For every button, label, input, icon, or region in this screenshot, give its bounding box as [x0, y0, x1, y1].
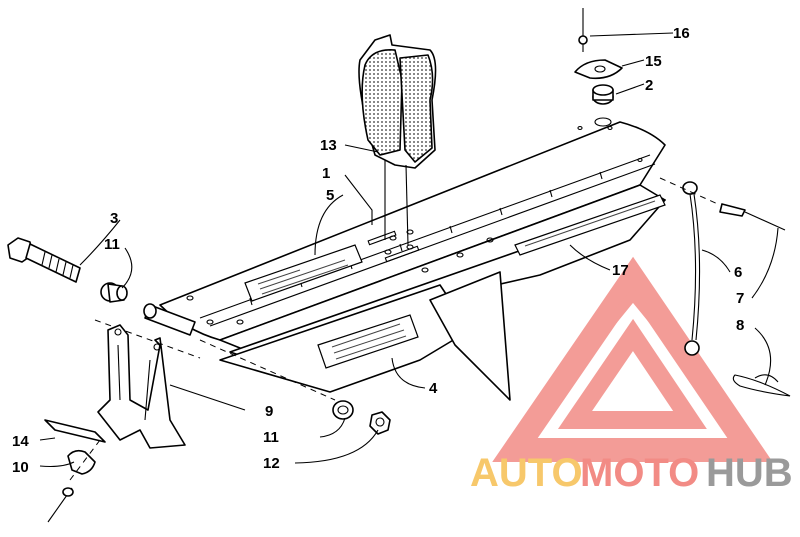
heel-rest-pad	[361, 48, 403, 156]
callout-1: 1	[322, 165, 330, 182]
heel-rest-leg-2	[405, 164, 409, 246]
callout-5: 5	[326, 187, 334, 204]
callout-11a: 11	[104, 236, 120, 253]
callout-9: 9	[265, 403, 273, 420]
footrest-assembly	[159, 121, 666, 401]
grommet	[592, 84, 614, 127]
watermark-logo	[492, 256, 773, 462]
heel-rest-slots	[367, 230, 420, 263]
callout-12: 12	[263, 455, 280, 472]
decal-bottom	[317, 314, 419, 369]
retaining-plate	[574, 59, 623, 80]
bushing-upper	[100, 282, 128, 303]
watermark-triangle-inner	[557, 318, 707, 429]
top-pin	[578, 8, 588, 52]
callout-13: 13	[320, 137, 337, 154]
callout-14: 14	[12, 433, 29, 450]
watermark-hub: HUB	[706, 451, 793, 495]
bushing-lower	[332, 400, 354, 420]
callout-16: 16	[673, 25, 690, 42]
hinge-line-2	[209, 163, 656, 327]
clevis-pin	[659, 177, 786, 231]
watermark-m-stroke	[576, 287, 690, 364]
watermark-text: AUTO MOTO HUB	[470, 451, 793, 495]
callout-2: 2	[645, 77, 653, 94]
callout-8: 8	[736, 317, 744, 334]
leader-lines	[39, 32, 779, 468]
watermark-auto: AUTO	[470, 451, 583, 495]
bolt-threads	[41, 251, 74, 279]
bolt-shank	[25, 243, 81, 283]
callout-7: 7	[736, 290, 744, 307]
callout-10: 10	[12, 459, 29, 476]
clip-fastener	[47, 439, 101, 523]
callout-17: 17	[612, 262, 629, 279]
tether-cable	[682, 181, 701, 356]
watermark-triangle-outer	[492, 256, 773, 462]
hairpin-clip	[732, 374, 791, 397]
support-bracket	[97, 324, 186, 449]
callout-labels: 1 2 3 4 5 6 7 8 9 10 11 11 12 13 14 15 1…	[12, 25, 744, 476]
pivot-rod	[94, 303, 336, 401]
heel-rest	[358, 34, 437, 246]
footrest-strut	[429, 271, 511, 401]
bolt	[7, 237, 81, 283]
callout-4: 4	[429, 380, 438, 397]
callout-15: 15	[645, 53, 662, 70]
mounting-holes	[186, 125, 643, 325]
pad	[44, 419, 106, 443]
watermark-moto: MOTO	[580, 451, 699, 495]
callout-11b: 11	[263, 429, 279, 446]
heel-rest-pad-2	[399, 54, 434, 163]
decal-top	[244, 244, 363, 302]
decal-strip	[514, 194, 666, 256]
nut	[369, 411, 391, 435]
callout-6: 6	[734, 264, 742, 281]
callout-3: 3	[110, 210, 118, 227]
